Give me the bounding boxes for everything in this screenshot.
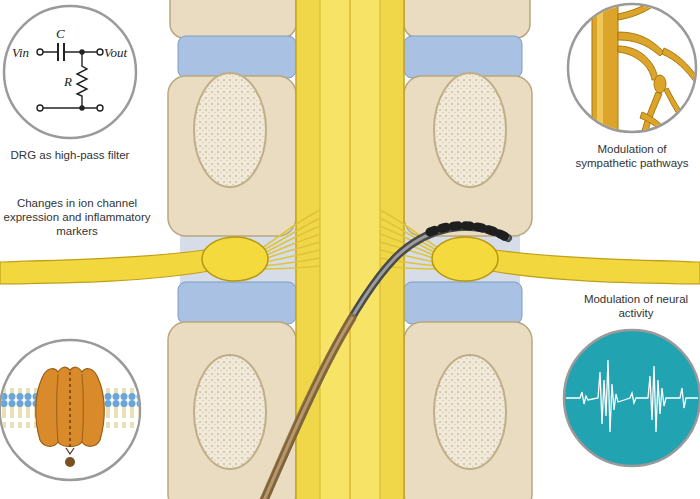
stimulation-lead	[262, 318, 352, 499]
stimulation-lead	[262, 227, 508, 499]
vertebra-right	[404, 282, 522, 324]
dorsal-root-ganglion	[202, 237, 268, 281]
inset-sympathetic	[592, 0, 698, 140]
inset-sympathetic	[597, 0, 603, 140]
inset-ion-channel	[69, 372, 70, 450]
inset-caption: Modulation of sympathetic pathways	[567, 142, 697, 170]
dorsal-root-ganglion	[202, 237, 498, 281]
vertebra-left	[194, 355, 266, 469]
inset-ion-channel	[0, 340, 140, 480]
inset-circuit	[43, 51, 58, 52]
spinal-cord	[349, 0, 351, 499]
nerve-roots	[262, 218, 320, 251]
component-name: C	[56, 26, 65, 41]
inset-neural-activity	[566, 360, 698, 432]
inset-sympathetic	[568, 0, 698, 140]
stimulation-lead	[430, 226, 506, 237]
inset-caption: Changes in ion channel expression and in…	[3, 196, 151, 238]
inset-sympathetic	[618, 2, 654, 20]
inset-circuit	[4, 6, 136, 138]
stimulation-lead	[262, 227, 508, 499]
inset-circuit	[97, 49, 103, 55]
inset-sympathetic	[664, 88, 694, 132]
inset-circuit	[37, 43, 103, 111]
inset-circuit	[80, 50, 84, 54]
inset-sympathetic	[618, 46, 658, 80]
nerve-roots	[262, 250, 320, 263]
dorsal-root-ganglion	[432, 237, 498, 281]
inset-neural-activity	[564, 330, 700, 466]
spinal-nerve	[0, 249, 214, 284]
vertebra-left	[178, 282, 296, 324]
inset-neural-activity	[566, 360, 698, 432]
inset-sympathetic	[640, 112, 674, 140]
inset-neural-activity	[564, 330, 700, 466]
signal-name: Vin	[12, 45, 29, 60]
vertebra-right	[404, 0, 530, 38]
vertebra-left	[178, 36, 296, 78]
inset-sympathetic	[568, 4, 696, 132]
inset-ion-channel	[0, 367, 140, 467]
spinal-cord	[296, 0, 404, 499]
stimulation-lead	[262, 318, 352, 499]
nerve-roots	[262, 258, 320, 266]
inset-circuit	[97, 105, 103, 111]
inset-caption: DRG as high-pass filter	[9, 148, 131, 162]
inset-circuit	[4, 6, 136, 138]
vertebra-right	[404, 0, 532, 499]
spinal-cord	[320, 0, 380, 499]
nerve-roots	[262, 234, 320, 257]
nerve-roots	[262, 266, 320, 269]
inset-ion-channel	[65, 457, 75, 467]
vertebra-left	[194, 73, 266, 187]
spinal-nerve	[0, 249, 700, 284]
inset-circuit	[80, 106, 84, 110]
inset-circuit	[37, 49, 43, 55]
stimulation-lead	[262, 226, 508, 499]
vertebra-right	[404, 36, 522, 78]
component-name: R	[64, 74, 72, 89]
inset-ion-channel	[66, 448, 74, 454]
inset-circuit	[77, 52, 87, 108]
vertebra-right	[404, 322, 532, 499]
inset-circuit	[43, 107, 97, 108]
inset-circuit	[37, 105, 43, 111]
spinal-cord	[296, 0, 404, 499]
vertebra-right	[434, 355, 506, 469]
inset-caption: Modulation of neural activity	[576, 292, 696, 320]
spinal-nerve	[486, 249, 700, 284]
inset-circuit	[57, 43, 59, 61]
vertebra-left	[170, 0, 296, 38]
vertebra-left	[168, 0, 296, 499]
signal-name: Vout	[104, 45, 127, 60]
vertebra-right	[434, 73, 506, 187]
inset-sympathetic	[592, 0, 618, 140]
inset-sympathetic	[662, 48, 698, 84]
inset-ion-channel	[0, 340, 140, 480]
